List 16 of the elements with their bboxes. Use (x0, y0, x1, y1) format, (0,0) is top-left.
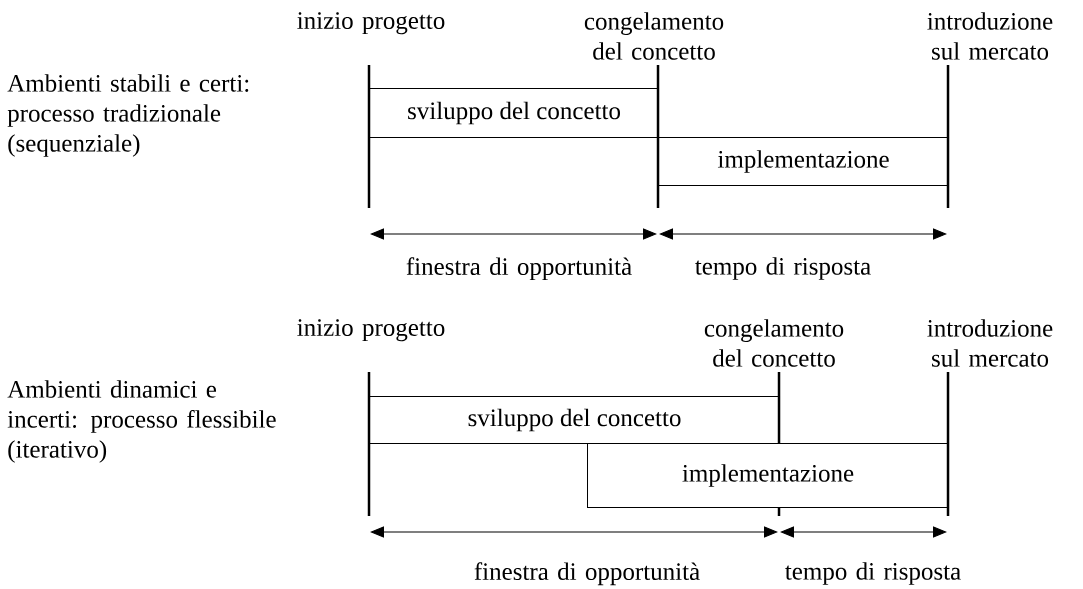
process-box: implementazione (587, 443, 949, 508)
process-box: sviluppo del concetto (369, 396, 780, 444)
text-label: Ambienti dinamici e incerti: processo flessibile (iterativo) (7, 380, 276, 463)
text-label: tempo di risposta (695, 257, 871, 280)
text-label: finestra di opportunità (474, 562, 700, 586)
text-label: introduzione sul mercato (927, 319, 1053, 367)
process-box: sviluppo del concetto (369, 88, 659, 138)
text-label: introduzione sul mercato (927, 12, 1053, 60)
text-label: inizio progetto (297, 319, 445, 342)
process-box: implementazione (658, 137, 949, 186)
text-label: tempo di risposta (785, 562, 961, 585)
text-label: congelamento del concetto (584, 12, 724, 60)
text-label: inizio progetto (297, 12, 445, 35)
text-label: congelamento del concetto (704, 319, 844, 367)
text-label: Ambienti stabili e certi: processo tradizionale (sequenziale) (7, 74, 249, 157)
text-label: finestra di opportunità (406, 257, 632, 281)
